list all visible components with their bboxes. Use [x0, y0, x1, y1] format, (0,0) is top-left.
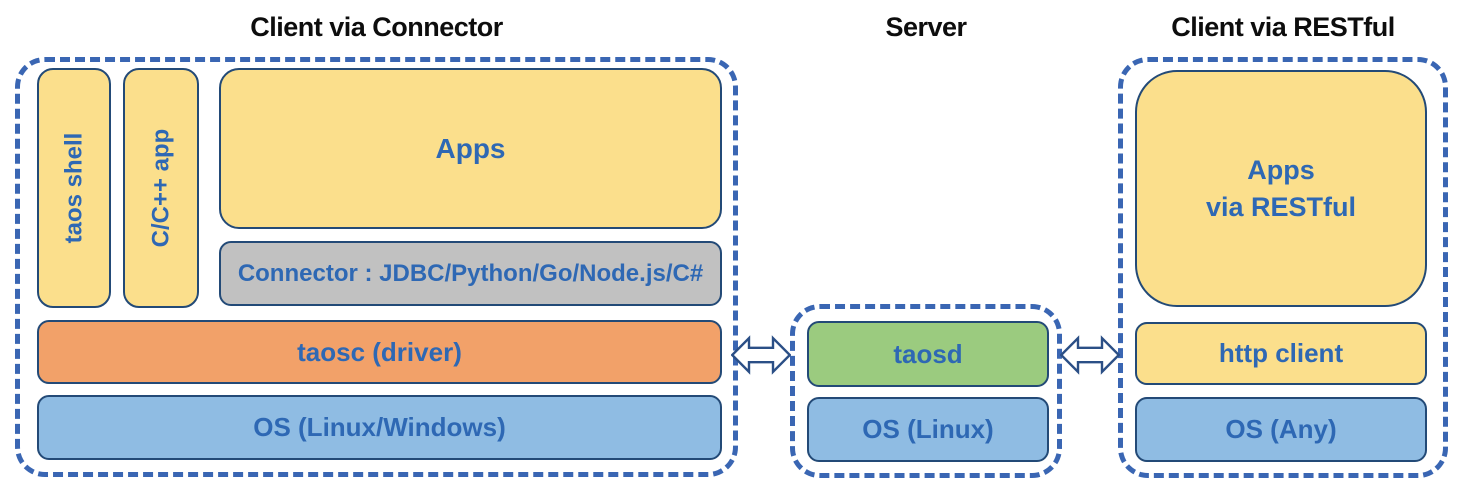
- apps-via-restful-label-line1: Apps: [1247, 155, 1315, 186]
- os-linux-windows-box: OS (Linux/Windows): [37, 395, 722, 460]
- client-via-restful-group: [1118, 57, 1448, 478]
- http-client-label: http client: [1218, 338, 1344, 368]
- server-group: [790, 304, 1062, 478]
- taosd-label: taosd: [893, 338, 963, 369]
- c-cpp-app-box: C/C++ app: [123, 68, 199, 308]
- section-title-client-via-restful: Client via RESTful: [1171, 12, 1395, 42]
- connector-label: Connector : JDBC/Python/Go/Node.js/C#: [237, 259, 704, 287]
- taos-shell-label: taos shell: [60, 132, 87, 244]
- section-title-client-via-connector: Client via Connector: [250, 12, 503, 42]
- section-title-server: Server: [885, 12, 967, 42]
- os-any-box: OS (Any): [1135, 397, 1427, 462]
- os-linux-windows-label: OS (Linux/Windows): [253, 412, 506, 442]
- apps-box: Apps: [219, 68, 722, 229]
- taosc-driver-label: taosc (driver): [297, 336, 462, 367]
- taos-shell-box: taos shell: [37, 68, 111, 308]
- taosd-box: taosd: [807, 321, 1049, 387]
- bidirectional-arrow-icon: [1060, 332, 1120, 378]
- http-client-box: http client: [1135, 322, 1427, 385]
- os-linux-box: OS (Linux): [807, 397, 1049, 462]
- os-any-label: OS (Any): [1225, 414, 1337, 444]
- client-via-connector-group: [15, 57, 738, 477]
- apps-via-restful-box: Apps via RESTful: [1135, 70, 1427, 307]
- c-cpp-app-label: C/C++ app: [147, 128, 175, 248]
- apps-via-restful-label-line2: via RESTful: [1205, 191, 1357, 222]
- os-linux-label: OS (Linux): [862, 414, 994, 444]
- apps-label: Apps: [435, 132, 506, 164]
- taosc-driver-box: taosc (driver): [37, 320, 722, 384]
- bidirectional-arrow-icon: [731, 332, 791, 378]
- connector-box: Connector : JDBC/Python/Go/Node.js/C#: [219, 241, 722, 306]
